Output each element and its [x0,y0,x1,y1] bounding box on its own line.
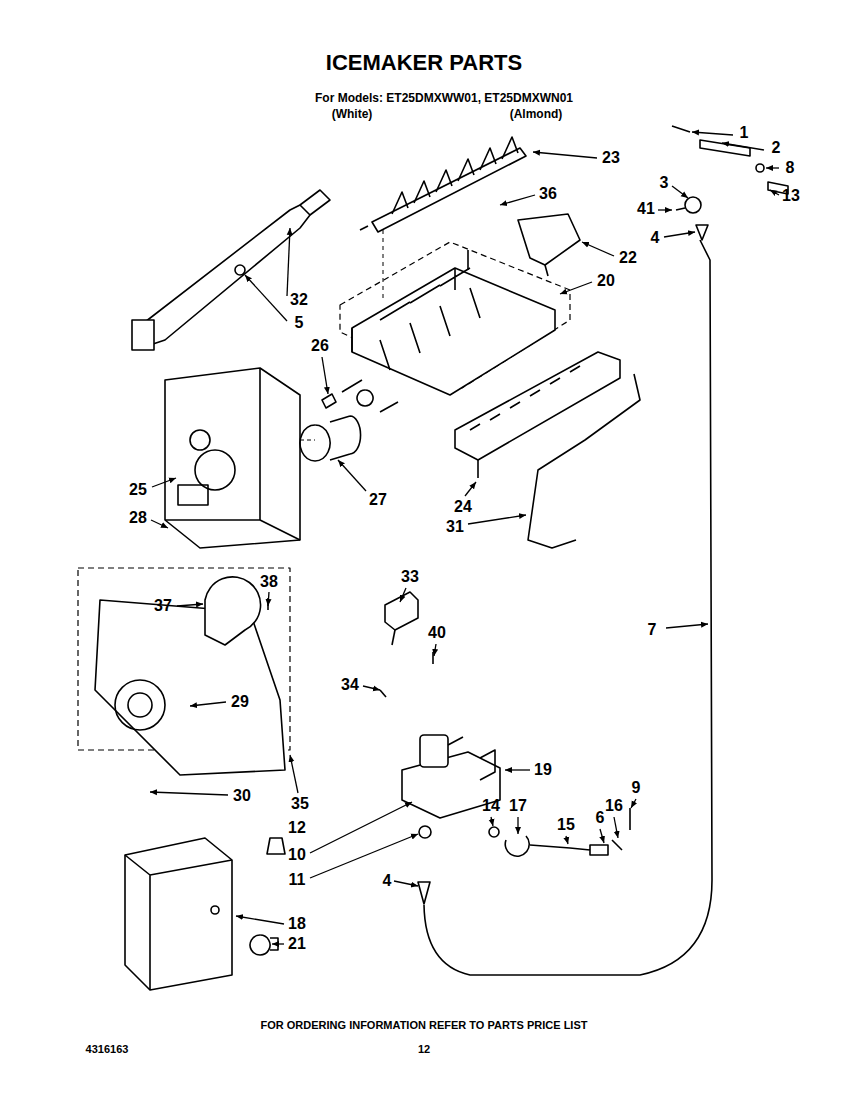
footer-note: FOR ORDERING INFORMATION REFER TO PARTS … [261,1020,588,1031]
callout-number: 18 [288,916,306,932]
callout-number: 4 [651,230,660,246]
callout-number: 38 [260,574,278,590]
callout-number: 36 [539,186,557,202]
page-number: 12 [418,1044,430,1055]
callout-number: 31 [446,519,464,535]
callout-number: 41 [637,201,655,217]
callout-number: 40 [428,625,446,641]
callout-number: 33 [401,569,419,585]
callout-number: 24 [454,499,472,515]
callout-number: 20 [597,273,615,289]
color-note: (White) [332,108,373,120]
callout-number: 21 [288,936,306,952]
callout-number: 29 [231,694,249,710]
callout-number: 35 [291,796,309,812]
callout-number: 14 [482,798,500,814]
color-note: (Almond) [510,108,563,120]
drawing-number: 4316163 [86,1044,129,1055]
callout-number: 12 [288,820,306,836]
callout-number: 22 [619,250,637,266]
callout-number: 32 [290,292,308,308]
model-line: For Models: ET25DMXWW01, ET25DMXWN01 [315,92,573,104]
callout-number: 8 [786,160,795,176]
callout-number: 4 [383,873,392,889]
callout-number: 15 [557,817,575,833]
callout-number: 13 [782,188,800,204]
callout-number: 2 [772,140,781,156]
callout-number: 23 [602,150,620,166]
callout-number: 7 [648,622,657,638]
callout-number: 30 [233,788,251,804]
callout-number: 25 [129,482,147,498]
callout-number: 5 [295,315,304,331]
callout-number: 19 [534,762,552,778]
callout-number: 17 [509,798,527,814]
callout-number: 9 [632,780,641,796]
callout-number: 6 [596,810,605,826]
callout-number: 26 [311,338,329,354]
callout-number: 37 [154,598,172,614]
callout-number: 11 [289,872,306,888]
callout-number: 28 [129,510,147,526]
diagram-title: ICEMAKER PARTS [326,52,522,74]
callout-number: 3 [660,175,669,191]
callout-number: 16 [605,798,623,814]
callout-number: 34 [341,677,359,693]
callout-number: 27 [369,492,387,508]
callout-number: 1 [740,125,749,141]
callout-number: 10 [288,847,306,863]
